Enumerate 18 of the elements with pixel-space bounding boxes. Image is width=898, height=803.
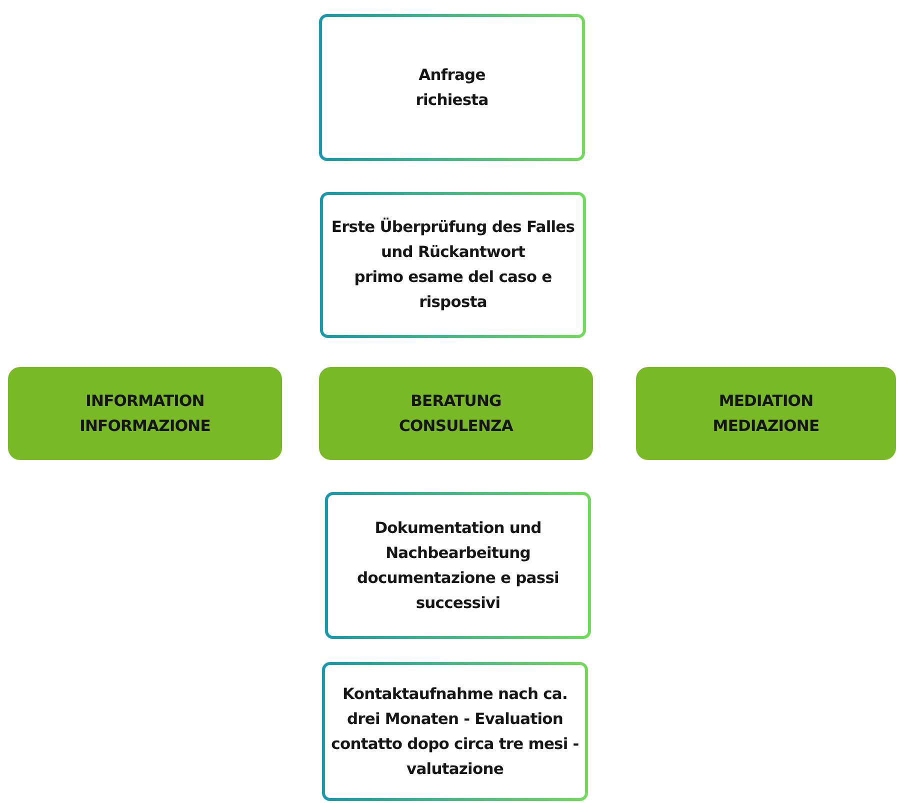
process-box [322,662,588,801]
box-label: MEDIAZIONE [712,416,820,436]
box-label: INFORMAZIONE [78,416,212,436]
box-label: INFORMATION [84,390,206,412]
box-label: Anfrage [418,64,486,86]
box-label: contatto dopo circa tre mesi - valutazione [330,734,580,780]
service-box [8,367,282,460]
box-label: primo esame del caso e risposta [353,267,553,313]
box-label: BERATUNG [410,390,502,412]
box-label: MEDIATION [718,390,814,412]
process-box [320,192,586,338]
service-box [319,367,593,460]
box-label: richiesta [414,90,490,110]
process-box [325,492,591,639]
service-box [636,367,896,460]
process-box [319,14,585,161]
box-label: documentazione e passi successivi [356,568,560,614]
box-label: CONSULENZA [398,416,514,436]
